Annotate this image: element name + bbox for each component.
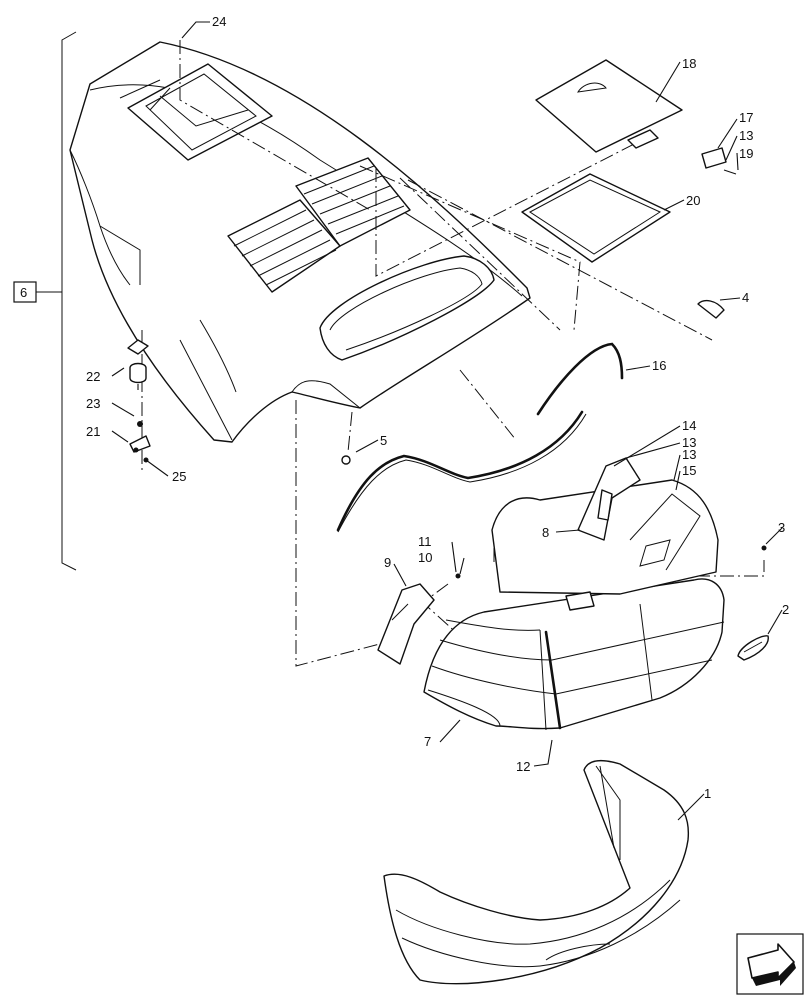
access-door [521,59,737,319]
callouts: 24 18 17 13 19 20 4 16 5 22 23 21 25 14 … [86,14,789,801]
callout-24: 24 [212,14,226,29]
leader-lines [111,21,783,821]
alignment-lines [141,40,765,667]
callout-9: 9 [384,555,391,570]
callout-2: 2 [782,602,789,617]
callout-3: 3 [778,520,785,535]
nose-assembly [423,479,725,731]
badge-emblem [737,635,769,661]
callout-17: 17 [739,110,753,125]
callout-13-b: 13 [682,435,696,450]
callout-25: 25 [172,469,186,484]
callout-23: 23 [86,396,100,411]
lower-skirt [383,759,690,985]
seal-strips [336,342,624,533]
callout-5: 5 [380,433,387,448]
callout-20: 20 [686,193,700,208]
side-brackets [377,457,767,665]
callout-16: 16 [652,358,666,373]
callout-7: 7 [424,734,431,749]
mount-hardware-left [127,339,151,463]
callout-10: 10 [418,550,432,565]
callout-22: 22 [86,369,100,384]
callout-13-a: 13 [739,128,753,143]
group-label-6: 6 [20,285,27,300]
group-bracket: 6 [13,31,77,571]
callout-21: 21 [86,424,100,439]
callout-13-c: 13 [682,447,696,462]
callout-19: 19 [739,146,753,161]
callout-1: 1 [704,786,711,801]
callout-11: 11 [418,534,432,549]
callout-15: 15 [682,463,696,478]
callout-4: 4 [742,290,749,305]
callout-12: 12 [516,759,530,774]
callout-8: 8 [542,525,549,540]
next-page-arrow-icon[interactable] [736,933,804,995]
callout-18: 18 [682,56,696,71]
callout-14: 14 [682,418,696,433]
